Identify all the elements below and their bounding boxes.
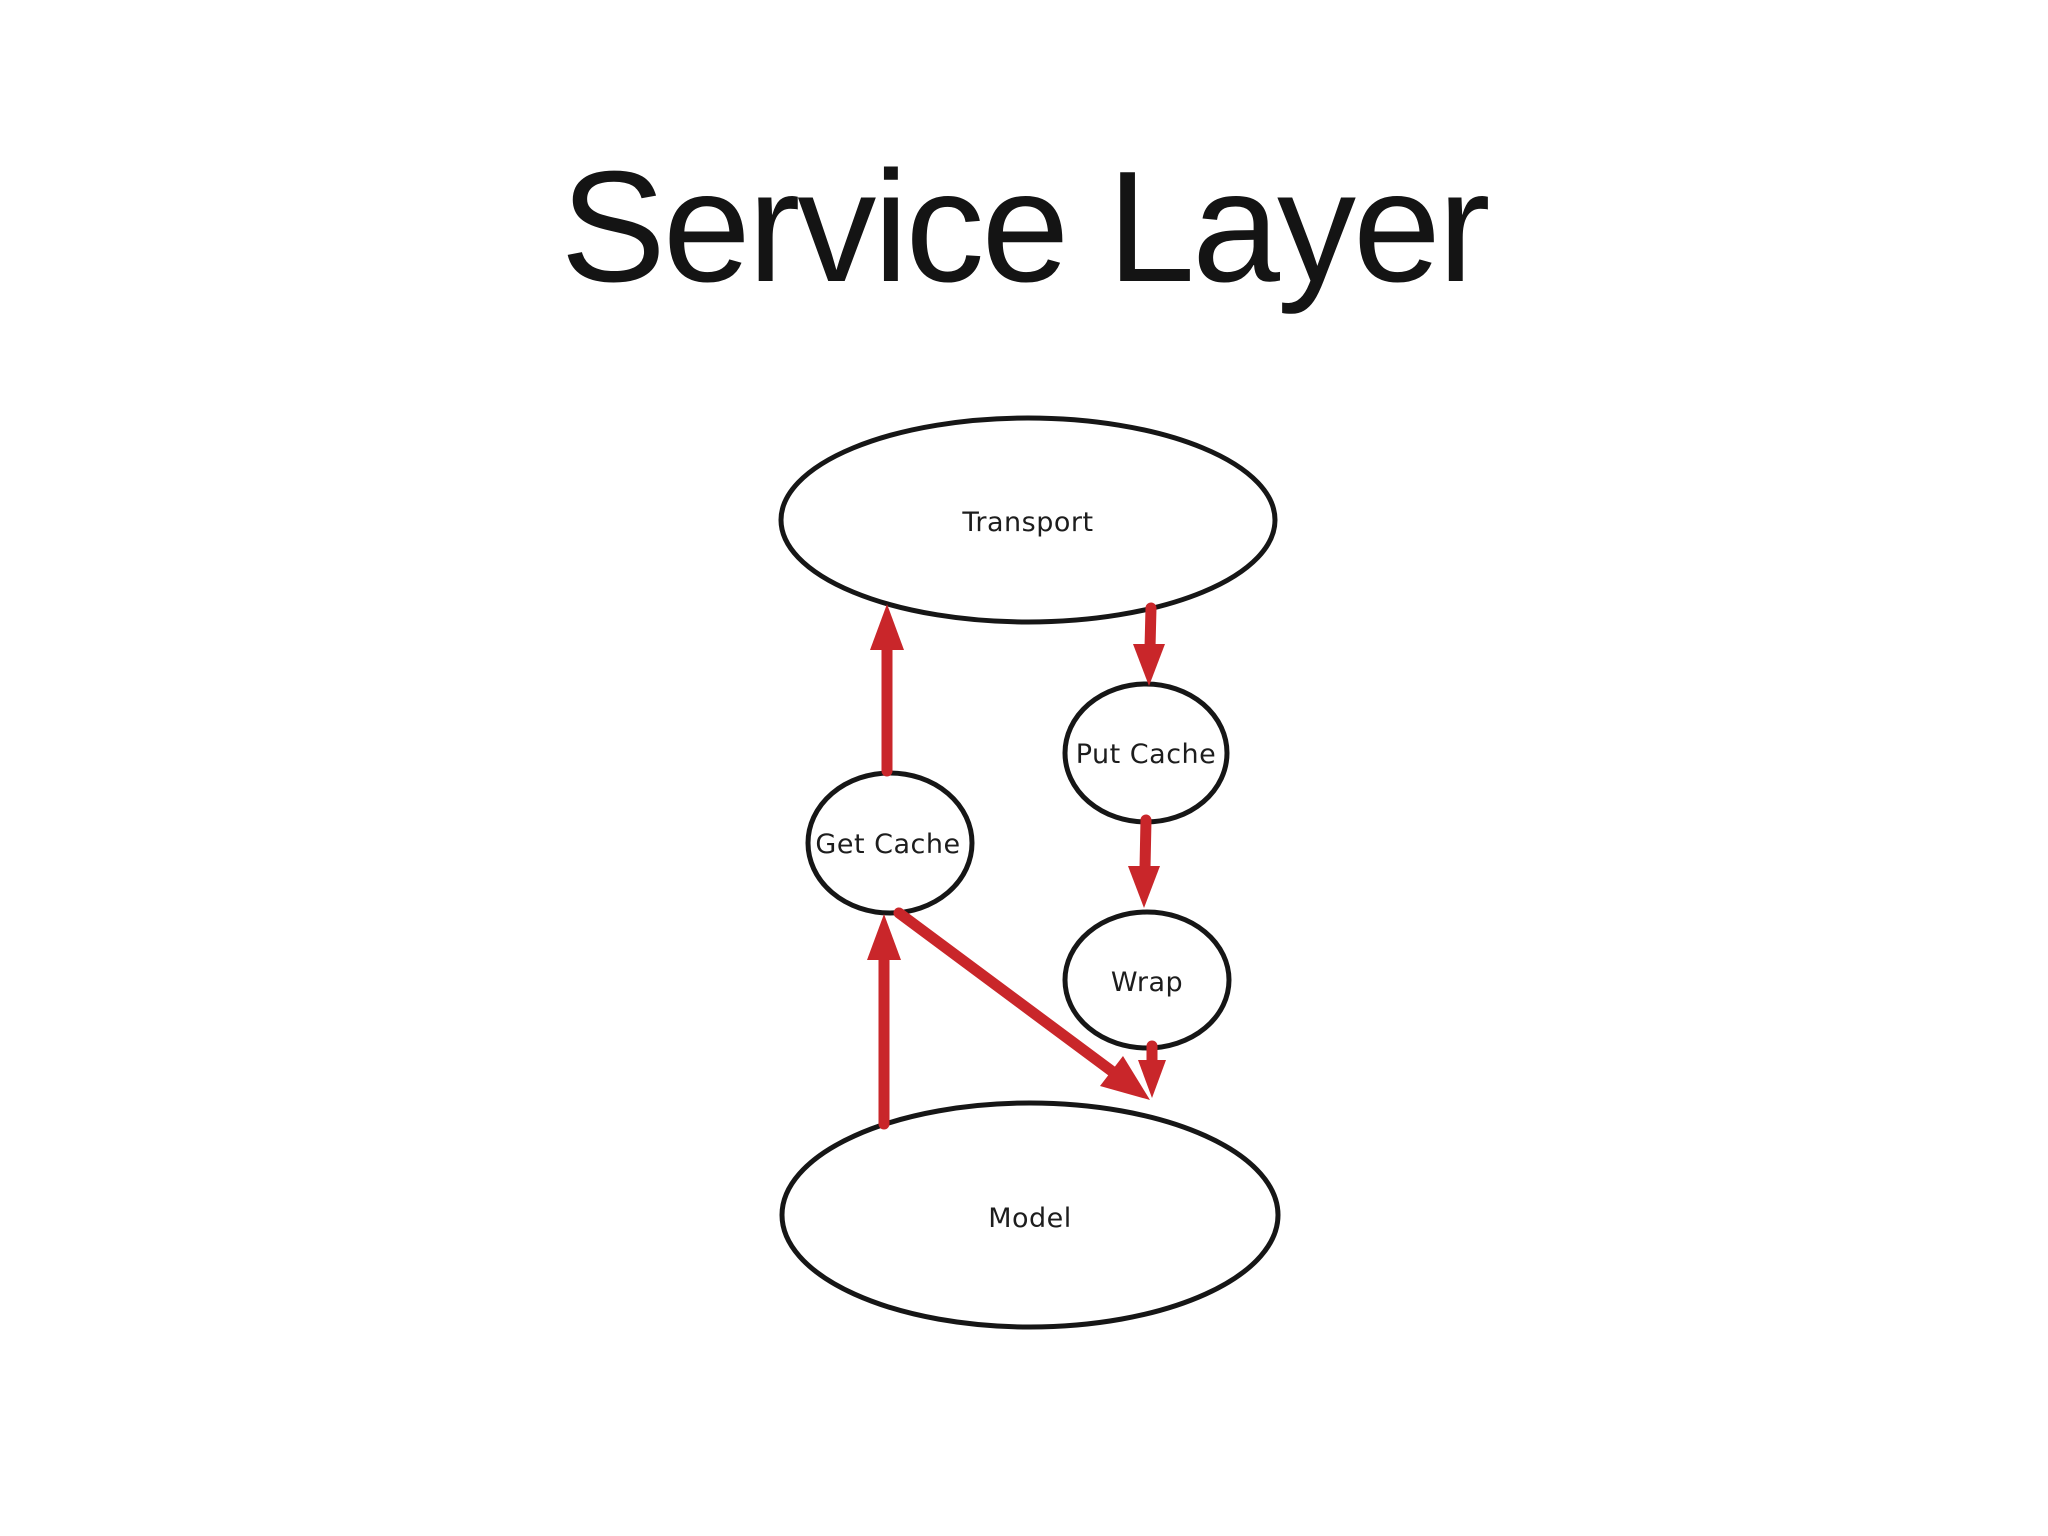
arrowhead-transport-to-put-cache	[1133, 644, 1165, 686]
edge-put-cache-to-wrap	[1139, 814, 1152, 874]
arrowhead-wrap-to-model	[1138, 1060, 1166, 1098]
node-label-put-cache: Put Cache	[1076, 739, 1217, 770]
node-label-model: Model	[988, 1203, 1072, 1234]
node-transport	[778, 415, 1278, 625]
arrowhead-put-cache-to-wrap	[1128, 866, 1160, 908]
arrowhead-model-to-get-cache	[867, 914, 901, 960]
node-label-transport: Transport	[961, 507, 1093, 538]
arrowhead-get-cache-to-transport	[870, 604, 904, 650]
arrowhead-get-cache-to-model	[1100, 1056, 1150, 1100]
edge-transport-to-put-cache	[1144, 602, 1157, 654]
node-label-wrap: Wrap	[1111, 967, 1183, 998]
node-label-get-cache: Get Cache	[815, 829, 960, 860]
node-model	[779, 1100, 1281, 1330]
slide-title: Service Layer	[560, 139, 1491, 315]
edge-get-cache-to-model	[893, 907, 1123, 1081]
